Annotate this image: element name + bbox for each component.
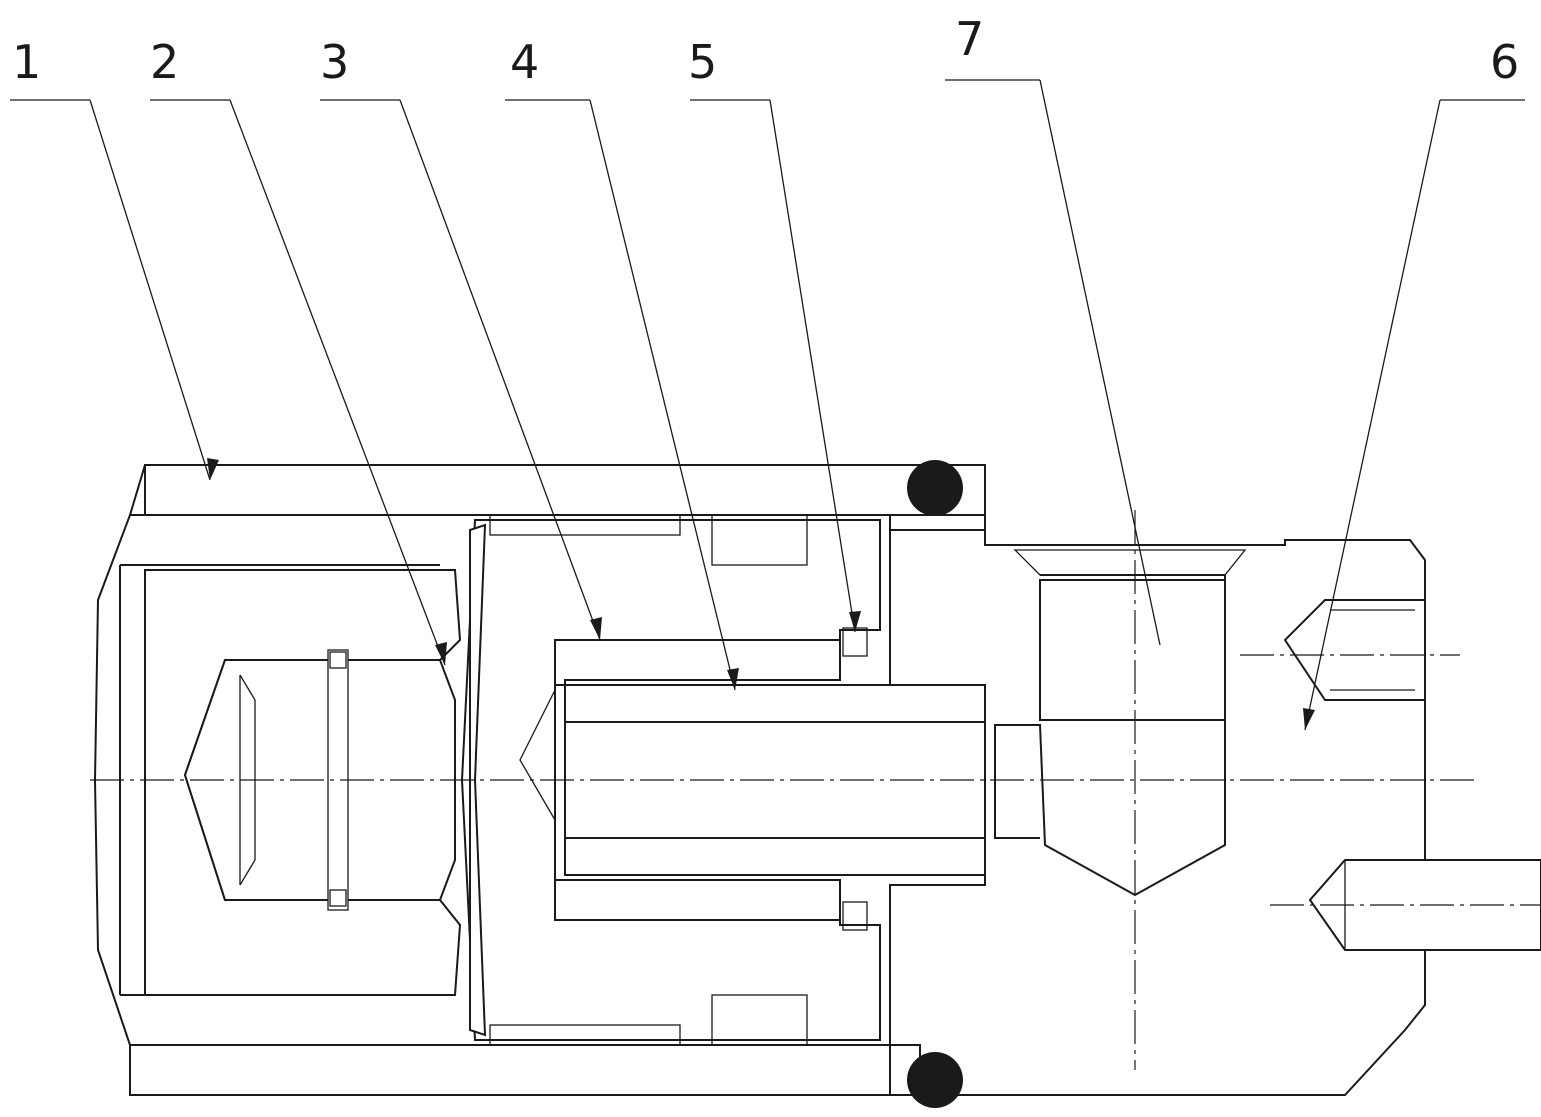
piston-face <box>469 523 487 1037</box>
seal-5-bottom <box>842 901 868 931</box>
callout-7: 7 <box>955 12 984 66</box>
callout-3: 3 <box>320 35 349 89</box>
leader-7 <box>1039 79 1161 646</box>
o-ring-top <box>907 460 963 516</box>
inner-plug <box>144 569 462 996</box>
leader-1 <box>89 99 211 481</box>
callout-6: 6 <box>1490 35 1519 89</box>
callout-1: 1 <box>12 35 41 89</box>
packing-bottom-right <box>711 994 808 1046</box>
leader-5 <box>769 99 856 633</box>
port-7-bore <box>1039 579 1226 721</box>
leader-3 <box>399 99 601 641</box>
stem-top <box>564 684 986 723</box>
plug-seal-bottom <box>329 889 347 907</box>
packing-top-right <box>711 514 808 566</box>
stem-bottom <box>564 837 986 876</box>
right-body <box>889 514 1541 1096</box>
plug-seal-top <box>329 651 347 669</box>
leader-lines <box>10 79 1525 731</box>
packing-top-left <box>489 514 681 536</box>
arrow-6 <box>1303 708 1315 730</box>
center-lines <box>90 510 1541 1070</box>
seal-5-top <box>842 627 868 657</box>
callout-2: 2 <box>150 35 179 89</box>
arrow-2 <box>435 642 447 665</box>
callout-labels: 1 2 3 4 5 6 7 <box>12 12 1519 89</box>
o-rings <box>907 460 963 1108</box>
sleeve-top <box>554 639 841 686</box>
arrow-3 <box>590 617 602 640</box>
arrow-5 <box>849 611 861 632</box>
o-ring-bottom <box>907 1052 963 1108</box>
housing-bottom-wall <box>129 1044 921 1096</box>
arrow-1 <box>207 458 219 480</box>
callout-4: 4 <box>510 35 539 89</box>
thread-hole-6 <box>1283 599 1426 701</box>
packing-bottom-left <box>489 1024 681 1046</box>
piston-cone <box>519 689 556 821</box>
leader-2 <box>229 99 446 666</box>
callout-5: 5 <box>688 35 717 89</box>
leader-6 <box>1304 99 1441 731</box>
arrow-4 <box>727 668 739 690</box>
port-7-seat <box>1013 549 1247 576</box>
sleeve-bottom <box>554 879 841 921</box>
right-body-main <box>889 514 1426 1096</box>
leader-4 <box>589 99 736 691</box>
